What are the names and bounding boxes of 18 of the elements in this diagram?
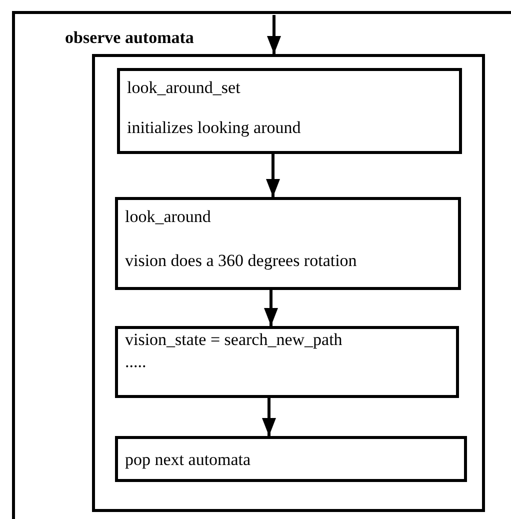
state-description: vision does a 360 degrees rotation	[125, 252, 357, 271]
arrow	[267, 15, 281, 54]
arrow	[264, 290, 278, 326]
container-frame	[12, 11, 511, 519]
process-box	[117, 68, 462, 154]
state-name: look_around	[125, 208, 211, 227]
state-name: look_around_set	[127, 79, 240, 98]
process-box	[115, 197, 461, 290]
process-box	[115, 326, 459, 398]
arrow	[266, 154, 280, 197]
process-box	[115, 436, 467, 482]
group-title: observe automata	[65, 29, 194, 48]
state-description: initializes looking around	[127, 119, 301, 138]
state-description: .....	[125, 353, 146, 372]
state-name: vision_state = search_new_path	[125, 331, 342, 350]
group-box	[92, 54, 485, 512]
state-name: pop next automata	[125, 451, 251, 470]
arrow	[262, 398, 276, 436]
